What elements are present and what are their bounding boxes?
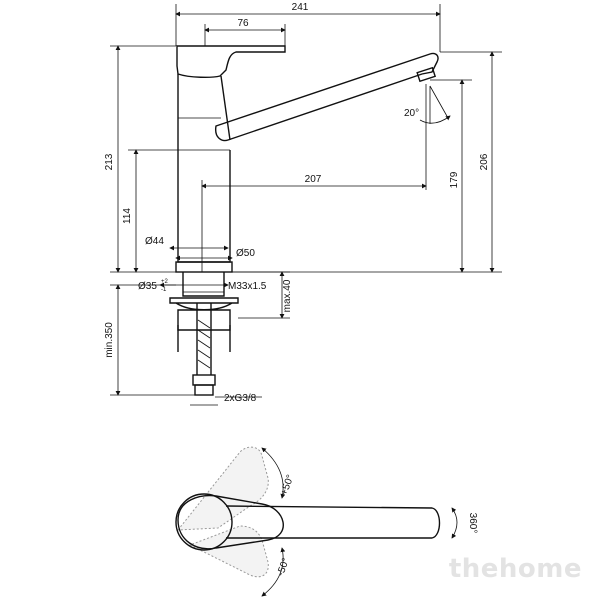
faucet-body (177, 74, 231, 263)
top-view (175, 446, 458, 597)
dim-spout-reach: 207 (305, 174, 322, 185)
watermark-logo: thehome (448, 554, 582, 584)
spout (214, 52, 439, 142)
dimension-lines (110, 4, 502, 398)
dim-thread: M33x1.5 (228, 281, 267, 292)
dim-min-hose: min.350 (104, 322, 115, 358)
lever-handle (176, 45, 286, 79)
dim-aerator-angle: 20° (404, 108, 419, 119)
dim-overall-length: 241 (292, 2, 309, 13)
dim-hole-diameter: Ø35 (138, 281, 157, 292)
dim-body-diameter: Ø44 (145, 236, 164, 247)
dim-spout-height: 206 (479, 153, 490, 170)
dim-hole-tol-minus: -1 (161, 287, 167, 293)
side-view (169, 45, 439, 406)
mounting-hardware (169, 272, 239, 331)
dim-body-height: 114 (122, 208, 133, 224)
dim-lever-length: 76 (237, 18, 249, 29)
lever-ghost-positive (176, 446, 269, 531)
dim-total-height: 213 (104, 153, 115, 170)
top-lever (177, 494, 284, 550)
top-angle-negative: -50° (275, 557, 292, 578)
top-swivel-angle: 360° (467, 513, 478, 534)
dim-base-diameter: Ø50 (236, 248, 255, 259)
top-body (175, 493, 233, 551)
dim-hose-connection: 2xG3/8 (224, 393, 257, 404)
hoses (196, 303, 212, 375)
base-plate (175, 261, 233, 273)
dim-hole-tol-plus: +2 (161, 279, 169, 285)
dim-outlet-height: 179 (449, 171, 460, 188)
dim-max-deck: max.40 (282, 279, 293, 312)
top-spout (225, 505, 441, 539)
